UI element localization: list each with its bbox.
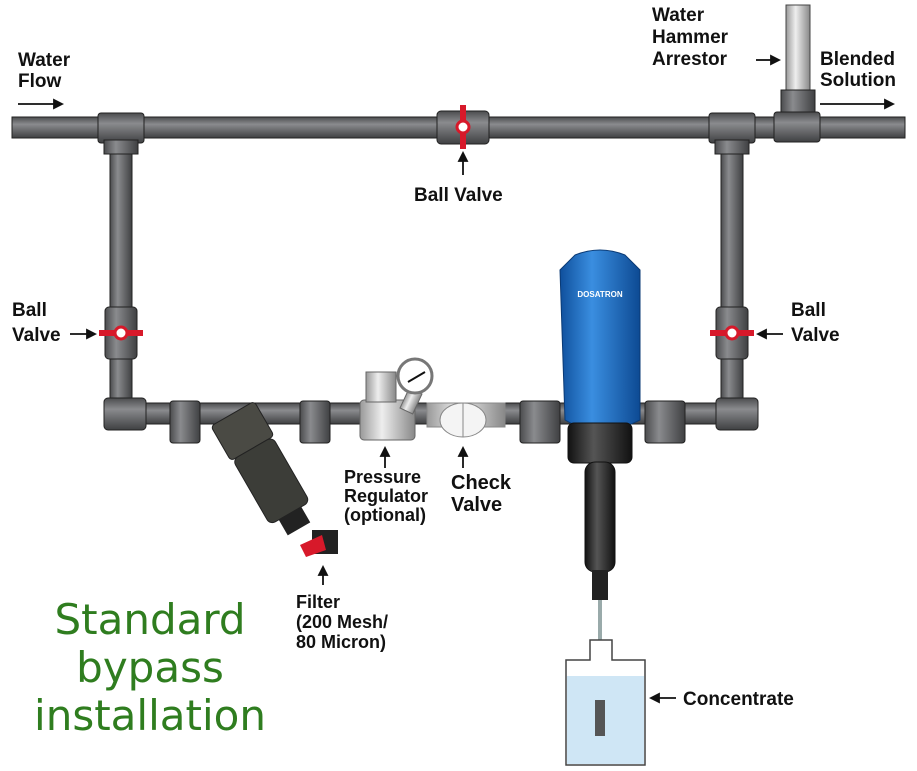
label-concentrate: Concentrate	[683, 689, 794, 710]
ball-valve-right	[710, 306, 754, 360]
union	[169, 400, 201, 444]
label-ball-valve-left: Ball Valve	[12, 300, 61, 346]
label-water-hammer-arrestor: Water Hammer Arrestor	[652, 5, 729, 70]
filter	[211, 402, 311, 536]
arrestor-tee	[773, 111, 821, 143]
pressure-gauge	[396, 357, 434, 395]
right-elbow	[715, 397, 759, 431]
left-elbow	[103, 397, 147, 431]
pressure-regulator	[359, 357, 434, 441]
union	[644, 400, 686, 444]
filter-drain-valve	[300, 530, 338, 557]
check-valve	[426, 402, 506, 438]
union	[519, 400, 561, 444]
right-tee	[708, 112, 756, 144]
left-bypass-pipe	[109, 126, 133, 418]
dosatron-injector: DOSATRON	[559, 249, 641, 600]
brand-logo: DOSATRON	[577, 290, 622, 299]
label-ball-valve-right: Ball Valve	[791, 300, 840, 346]
label-ball-valve-top: Ball Valve	[414, 185, 503, 206]
concentrate-container	[565, 639, 646, 766]
union	[299, 400, 331, 444]
arrows	[18, 54, 896, 704]
label-pressure-regulator: Pressure Regulator (optional)	[344, 467, 429, 525]
left-tee	[97, 112, 145, 144]
diagram-title: Standard bypass installation	[20, 596, 280, 740]
right-bypass-pipe	[720, 126, 744, 418]
label-check-valve: Check Valve	[451, 472, 512, 516]
arrestor-tube	[785, 4, 811, 98]
title-line: installation	[34, 691, 266, 740]
title-line: bypass	[76, 643, 224, 692]
ball-valve-left	[99, 306, 143, 360]
label-blended-solution: Blended Solution	[820, 49, 896, 91]
label-water-flow: Water Flow	[18, 50, 71, 92]
ball-valve-top	[436, 105, 490, 149]
title-line: Standard	[54, 595, 246, 644]
label-filter: Filter (200 Mesh/ 80 Micron)	[296, 592, 389, 652]
